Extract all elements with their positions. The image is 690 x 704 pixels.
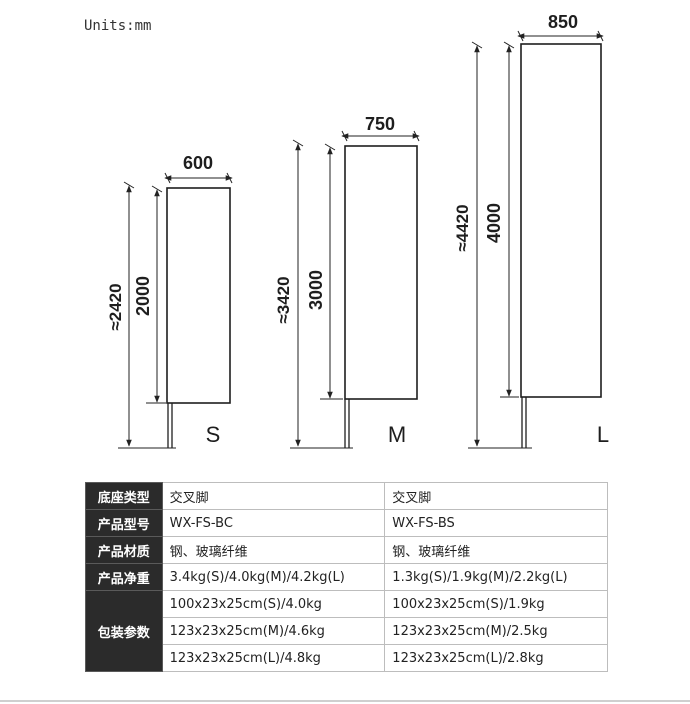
units-label: Units:mm bbox=[84, 18, 152, 34]
table-cell: 1.3kg(S)/1.9kg(M)/2.2kg(L) bbox=[384, 563, 608, 591]
panel-m-height: 3000 bbox=[306, 270, 326, 310]
row-header-base-type: 底座类型 bbox=[85, 482, 163, 510]
size-label-s: S bbox=[206, 422, 221, 447]
panel-l-height: 4000 bbox=[484, 203, 504, 243]
table-cell: 钢、玻璃纤维 bbox=[384, 536, 608, 564]
row-header-material: 产品材质 bbox=[85, 536, 163, 564]
panel-l-total-height: ≈4420 bbox=[453, 204, 472, 251]
row-header-model: 产品型号 bbox=[85, 509, 163, 537]
table-cell: 交叉脚 bbox=[384, 482, 608, 510]
table-row: 底座类型 交叉脚 交叉脚 bbox=[85, 482, 608, 510]
flag-panel-m bbox=[344, 145, 418, 400]
table-cell: 100x23x25cm(S)/4.0kg bbox=[161, 590, 386, 618]
row-header-packing: 包装参数 bbox=[85, 590, 163, 672]
table-cell: 钢、玻璃纤维 bbox=[161, 536, 386, 564]
panel-s-height: 2000 bbox=[133, 276, 153, 316]
table-cell: WX-FS-BC bbox=[161, 509, 386, 537]
table-cell: 123x23x25cm(M)/4.6kg bbox=[161, 617, 386, 645]
panel-m-width: 750 bbox=[365, 114, 395, 134]
table-cell: 交叉脚 bbox=[161, 482, 386, 510]
table-row: 产品净重 3.4kg(S)/4.0kg(M)/4.2kg(L) 1.3kg(S)… bbox=[85, 563, 608, 591]
table-cell: 123x23x25cm(M)/2.5kg bbox=[384, 617, 608, 645]
table-cell: WX-FS-BS bbox=[384, 509, 608, 537]
panel-l-width: 850 bbox=[548, 12, 578, 32]
panel-s-width: 600 bbox=[183, 153, 213, 173]
bottom-divider bbox=[0, 700, 690, 702]
table-row: 123x23x25cm(L)/4.8kg 123x23x25cm(L)/2.8k… bbox=[86, 644, 608, 672]
table-row: 123x23x25cm(M)/4.6kg 123x23x25cm(M)/2.5k… bbox=[86, 617, 608, 645]
row-header-net-weight: 产品净重 bbox=[85, 563, 163, 591]
table-cell: 123x23x25cm(L)/2.8kg bbox=[384, 644, 608, 672]
table-cell: 100x23x25cm(S)/1.9kg bbox=[384, 590, 608, 618]
spec-table: 底座类型 交叉脚 交叉脚 产品型号 WX-FS-BC WX-FS-BS 产品材质… bbox=[85, 482, 608, 672]
panel-l: 850 4000 ≈4420 L bbox=[453, 12, 609, 449]
flag-panel-s bbox=[166, 187, 231, 404]
table-cell: 3.4kg(S)/4.0kg(M)/4.2kg(L) bbox=[161, 563, 386, 591]
panel-s-total-height: ≈2420 bbox=[106, 283, 125, 330]
panel-m-total-height: ≈3420 bbox=[274, 276, 293, 323]
size-label-l: L bbox=[597, 422, 609, 447]
table-row: 包装参数 100x23x25cm(S)/4.0kg 100x23x25cm(S)… bbox=[85, 590, 608, 672]
table-cell: 123x23x25cm(L)/4.8kg bbox=[161, 644, 386, 672]
panel-s: 600 2000 ≈2420 S bbox=[106, 153, 233, 449]
table-row: 产品材质 钢、玻璃纤维 钢、玻璃纤维 bbox=[85, 536, 608, 564]
table-row: 产品型号 WX-FS-BC WX-FS-BS bbox=[85, 509, 608, 537]
flag-panel-l bbox=[520, 43, 602, 398]
flag-size-diagram: 600 2000 ≈2420 S 750 3000 ≈3420 M bbox=[106, 12, 609, 449]
panel-m: 750 3000 ≈3420 M bbox=[274, 114, 420, 449]
size-label-m: M bbox=[388, 422, 406, 447]
